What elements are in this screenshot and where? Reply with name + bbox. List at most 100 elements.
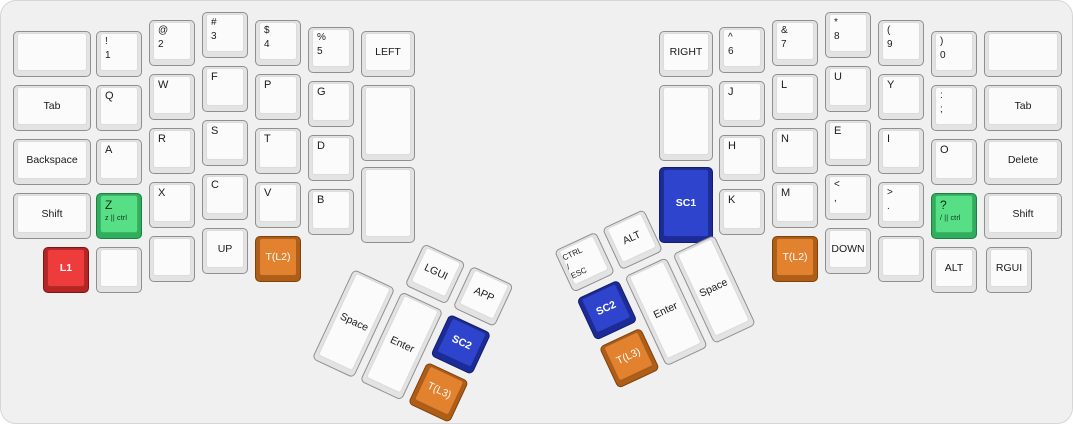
key-9[interactable]: (9 bbox=[878, 20, 924, 66]
key-label: C bbox=[206, 176, 244, 214]
key-blank-right-top-outer[interactable] bbox=[984, 31, 1062, 77]
key-y[interactable]: Y bbox=[878, 74, 924, 120]
key-period[interactable]: >. bbox=[878, 182, 924, 228]
key-semicolon[interactable]: :; bbox=[931, 85, 977, 131]
key-a[interactable]: A bbox=[96, 139, 142, 185]
key-face bbox=[365, 87, 411, 155]
key-x[interactable]: X bbox=[149, 182, 195, 228]
key-2[interactable]: @2 bbox=[149, 20, 195, 66]
key-u[interactable]: U bbox=[825, 66, 871, 112]
key-delete[interactable]: Delete bbox=[984, 139, 1062, 185]
key-shift-left[interactable]: Shift bbox=[13, 193, 91, 239]
key-p[interactable]: P bbox=[255, 74, 301, 120]
key-sc1[interactable]: SC1 bbox=[659, 167, 713, 243]
key-label: A bbox=[100, 141, 138, 179]
key-t-l2-left[interactable]: T(L2) bbox=[255, 236, 301, 282]
key-3[interactable]: #3 bbox=[202, 12, 248, 58]
key-o[interactable]: O bbox=[931, 139, 977, 185]
key-7[interactable]: &7 bbox=[772, 20, 818, 66]
key-tab-right[interactable]: Tab bbox=[984, 85, 1062, 131]
key-1[interactable]: !1 bbox=[96, 31, 142, 77]
key-blank-left-top-outer[interactable] bbox=[13, 31, 91, 77]
key-tab-left[interactable]: Tab bbox=[13, 85, 91, 131]
key-label: Shift bbox=[988, 195, 1058, 233]
key-l2[interactable]: L bbox=[772, 74, 818, 120]
key-b[interactable]: B bbox=[308, 189, 354, 235]
key-label-bottom: 7 bbox=[781, 39, 787, 50]
key-label-bottom: 8 bbox=[834, 31, 840, 42]
key-label-main: ? bbox=[940, 198, 947, 212]
key-blank-left-inner-lower[interactable] bbox=[361, 167, 415, 243]
key-5[interactable]: %5 bbox=[308, 27, 354, 73]
key-h[interactable]: H bbox=[719, 135, 765, 181]
key-t-l2-right[interactable]: T(L2) bbox=[772, 236, 818, 282]
key-blank-left-bottom-1[interactable] bbox=[96, 247, 142, 293]
key-label-top: * bbox=[834, 17, 838, 28]
key-l1-layer[interactable]: L1 bbox=[43, 247, 89, 293]
key-face bbox=[100, 249, 138, 287]
key-t-l3-left[interactable]: T(L3) bbox=[407, 361, 469, 423]
key-label-bottom: 3 bbox=[211, 31, 217, 42]
key-k[interactable]: K bbox=[719, 189, 765, 235]
key-ctrl-esc[interactable]: CTRL / ESC bbox=[554, 231, 616, 293]
key-0[interactable]: )0 bbox=[931, 31, 977, 77]
key-sc2-right[interactable]: SC2 bbox=[576, 279, 638, 341]
key-sc2-left[interactable]: SC2 bbox=[430, 313, 492, 375]
key-4[interactable]: $4 bbox=[255, 20, 301, 66]
key-label: Backspace bbox=[17, 141, 87, 179]
key-e[interactable]: E bbox=[825, 120, 871, 166]
key-t-l3-right[interactable]: T(L3) bbox=[598, 327, 660, 389]
key-comma[interactable]: <, bbox=[825, 174, 871, 220]
key-label-bottom: 2 bbox=[158, 39, 164, 50]
key-blank-left-bottom-2[interactable] bbox=[149, 236, 195, 282]
key-backspace[interactable]: Backspace bbox=[13, 139, 91, 185]
key-blank-left-inner-upper[interactable] bbox=[361, 85, 415, 161]
key-t[interactable]: T bbox=[255, 128, 301, 174]
key-label: CTRL / ESC bbox=[558, 235, 609, 286]
key-m[interactable]: M bbox=[772, 182, 818, 228]
key-label-top: : bbox=[940, 90, 943, 101]
key-label: ALT bbox=[606, 212, 658, 264]
key-left-arrow[interactable]: LEFT bbox=[361, 31, 415, 77]
key-j[interactable]: J bbox=[719, 81, 765, 127]
key-right-arrow[interactable]: RIGHT bbox=[659, 31, 713, 77]
key-app[interactable]: APP bbox=[452, 265, 514, 327]
key-c[interactable]: C bbox=[202, 174, 248, 220]
key-s[interactable]: S bbox=[202, 120, 248, 166]
key-n[interactable]: N bbox=[772, 128, 818, 174]
key-up-arrow[interactable]: UP bbox=[202, 228, 248, 274]
key-label: L1 bbox=[47, 249, 85, 287]
key-blank-right-bottom-1[interactable] bbox=[878, 236, 924, 282]
key-rgui[interactable]: RGUI bbox=[986, 247, 1032, 293]
key-label-top: @ bbox=[158, 25, 169, 36]
key-down-arrow[interactable]: DOWN bbox=[825, 228, 871, 274]
key-lgui[interactable]: LGUI bbox=[404, 243, 466, 305]
key-6[interactable]: ^6 bbox=[719, 27, 765, 73]
key-q[interactable]: Q bbox=[96, 85, 142, 131]
key-label-top: # bbox=[211, 17, 217, 28]
key-alt-right[interactable]: ALT bbox=[931, 247, 977, 293]
key-i[interactable]: I bbox=[878, 128, 924, 174]
key-label-bottom: , bbox=[834, 193, 837, 204]
key-face: >. bbox=[882, 184, 920, 222]
key-r[interactable]: R bbox=[149, 128, 195, 174]
key-label: Tab bbox=[988, 87, 1058, 125]
left-thumb-cluster: LGUI APP Space Enter SC2 T(L3) bbox=[311, 221, 514, 423]
key-slash-ctrl[interactable]: ?/ || ctrl bbox=[931, 193, 977, 239]
key-alt-thumb[interactable]: ALT bbox=[602, 209, 664, 271]
key-d[interactable]: D bbox=[308, 135, 354, 181]
key-blank-right-inner-upper[interactable] bbox=[659, 85, 713, 161]
key-label: RIGHT bbox=[663, 33, 709, 71]
key-label: Y bbox=[882, 76, 920, 114]
key-label: T(L3) bbox=[603, 331, 654, 382]
key-shift-right[interactable]: Shift bbox=[984, 193, 1062, 239]
key-8[interactable]: *8 bbox=[825, 12, 871, 58]
key-v[interactable]: V bbox=[255, 182, 301, 228]
key-g[interactable]: G bbox=[308, 81, 354, 127]
key-f[interactable]: F bbox=[202, 66, 248, 112]
key-label-top: > bbox=[887, 187, 893, 198]
key-label-top: % bbox=[317, 32, 326, 43]
key-w[interactable]: W bbox=[149, 74, 195, 120]
key-label: DOWN bbox=[829, 230, 867, 268]
